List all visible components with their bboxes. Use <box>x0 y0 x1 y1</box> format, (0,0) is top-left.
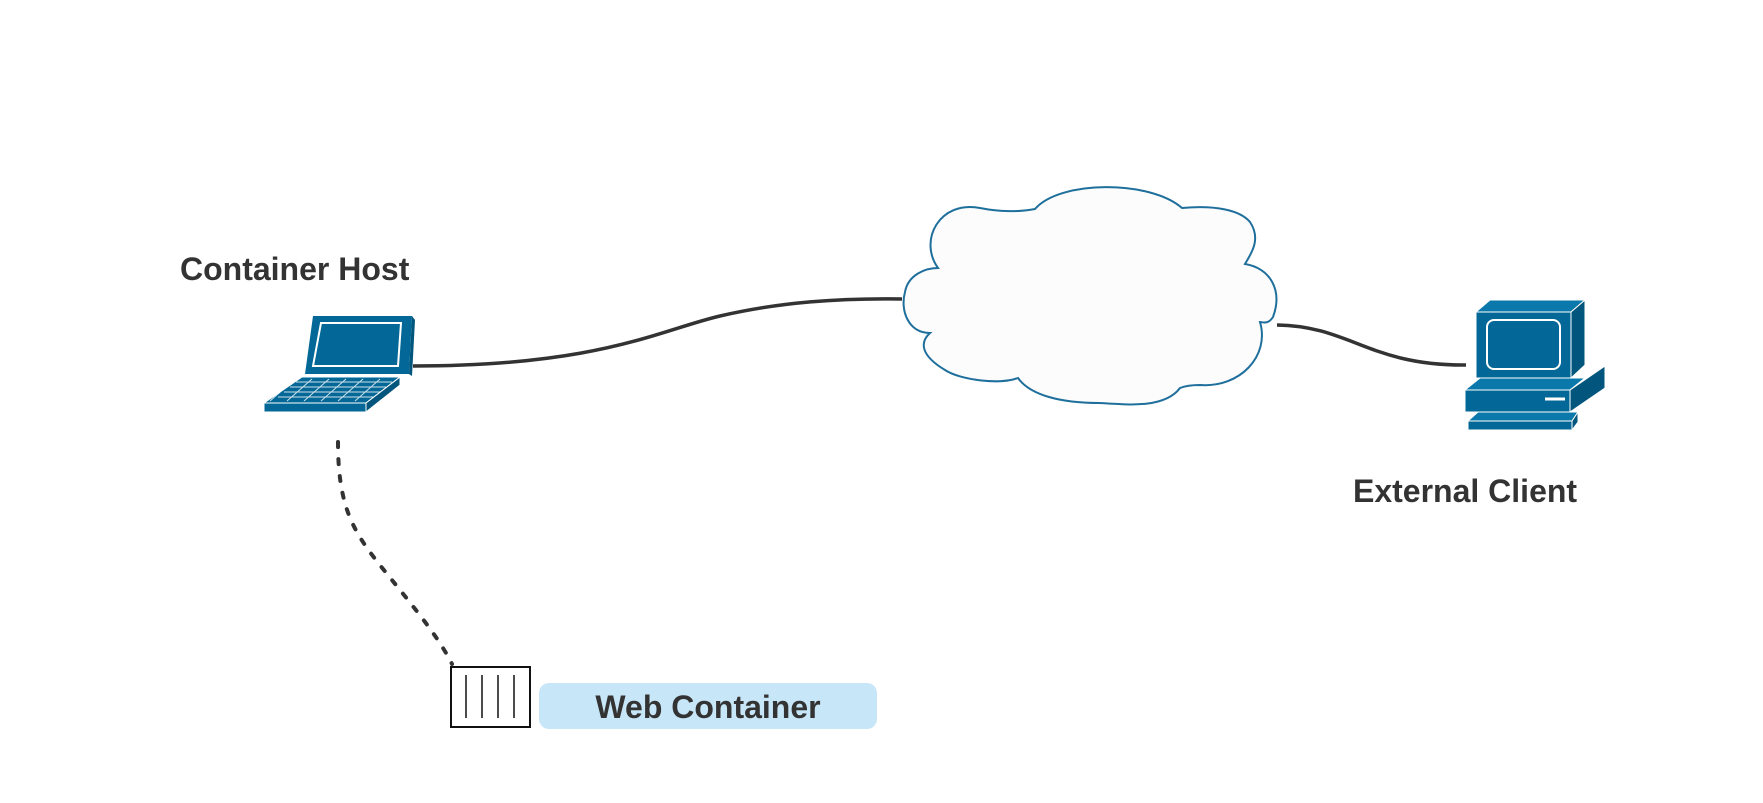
container-icon <box>450 666 531 728</box>
cloud-icon <box>902 186 1278 406</box>
edge-host-to-container <box>336 440 454 666</box>
web-container-label-box: Web Container <box>539 683 877 729</box>
desktop-computer-icon <box>1463 298 1606 432</box>
container-host-label: Container Host <box>180 251 410 287</box>
edge-cloud-to-client <box>1276 323 1467 367</box>
web-container-label: Web Container <box>595 689 821 725</box>
laptop-icon <box>262 316 415 414</box>
edge-host-to-cloud <box>412 297 903 368</box>
external-client-label: External Client <box>1353 473 1578 509</box>
